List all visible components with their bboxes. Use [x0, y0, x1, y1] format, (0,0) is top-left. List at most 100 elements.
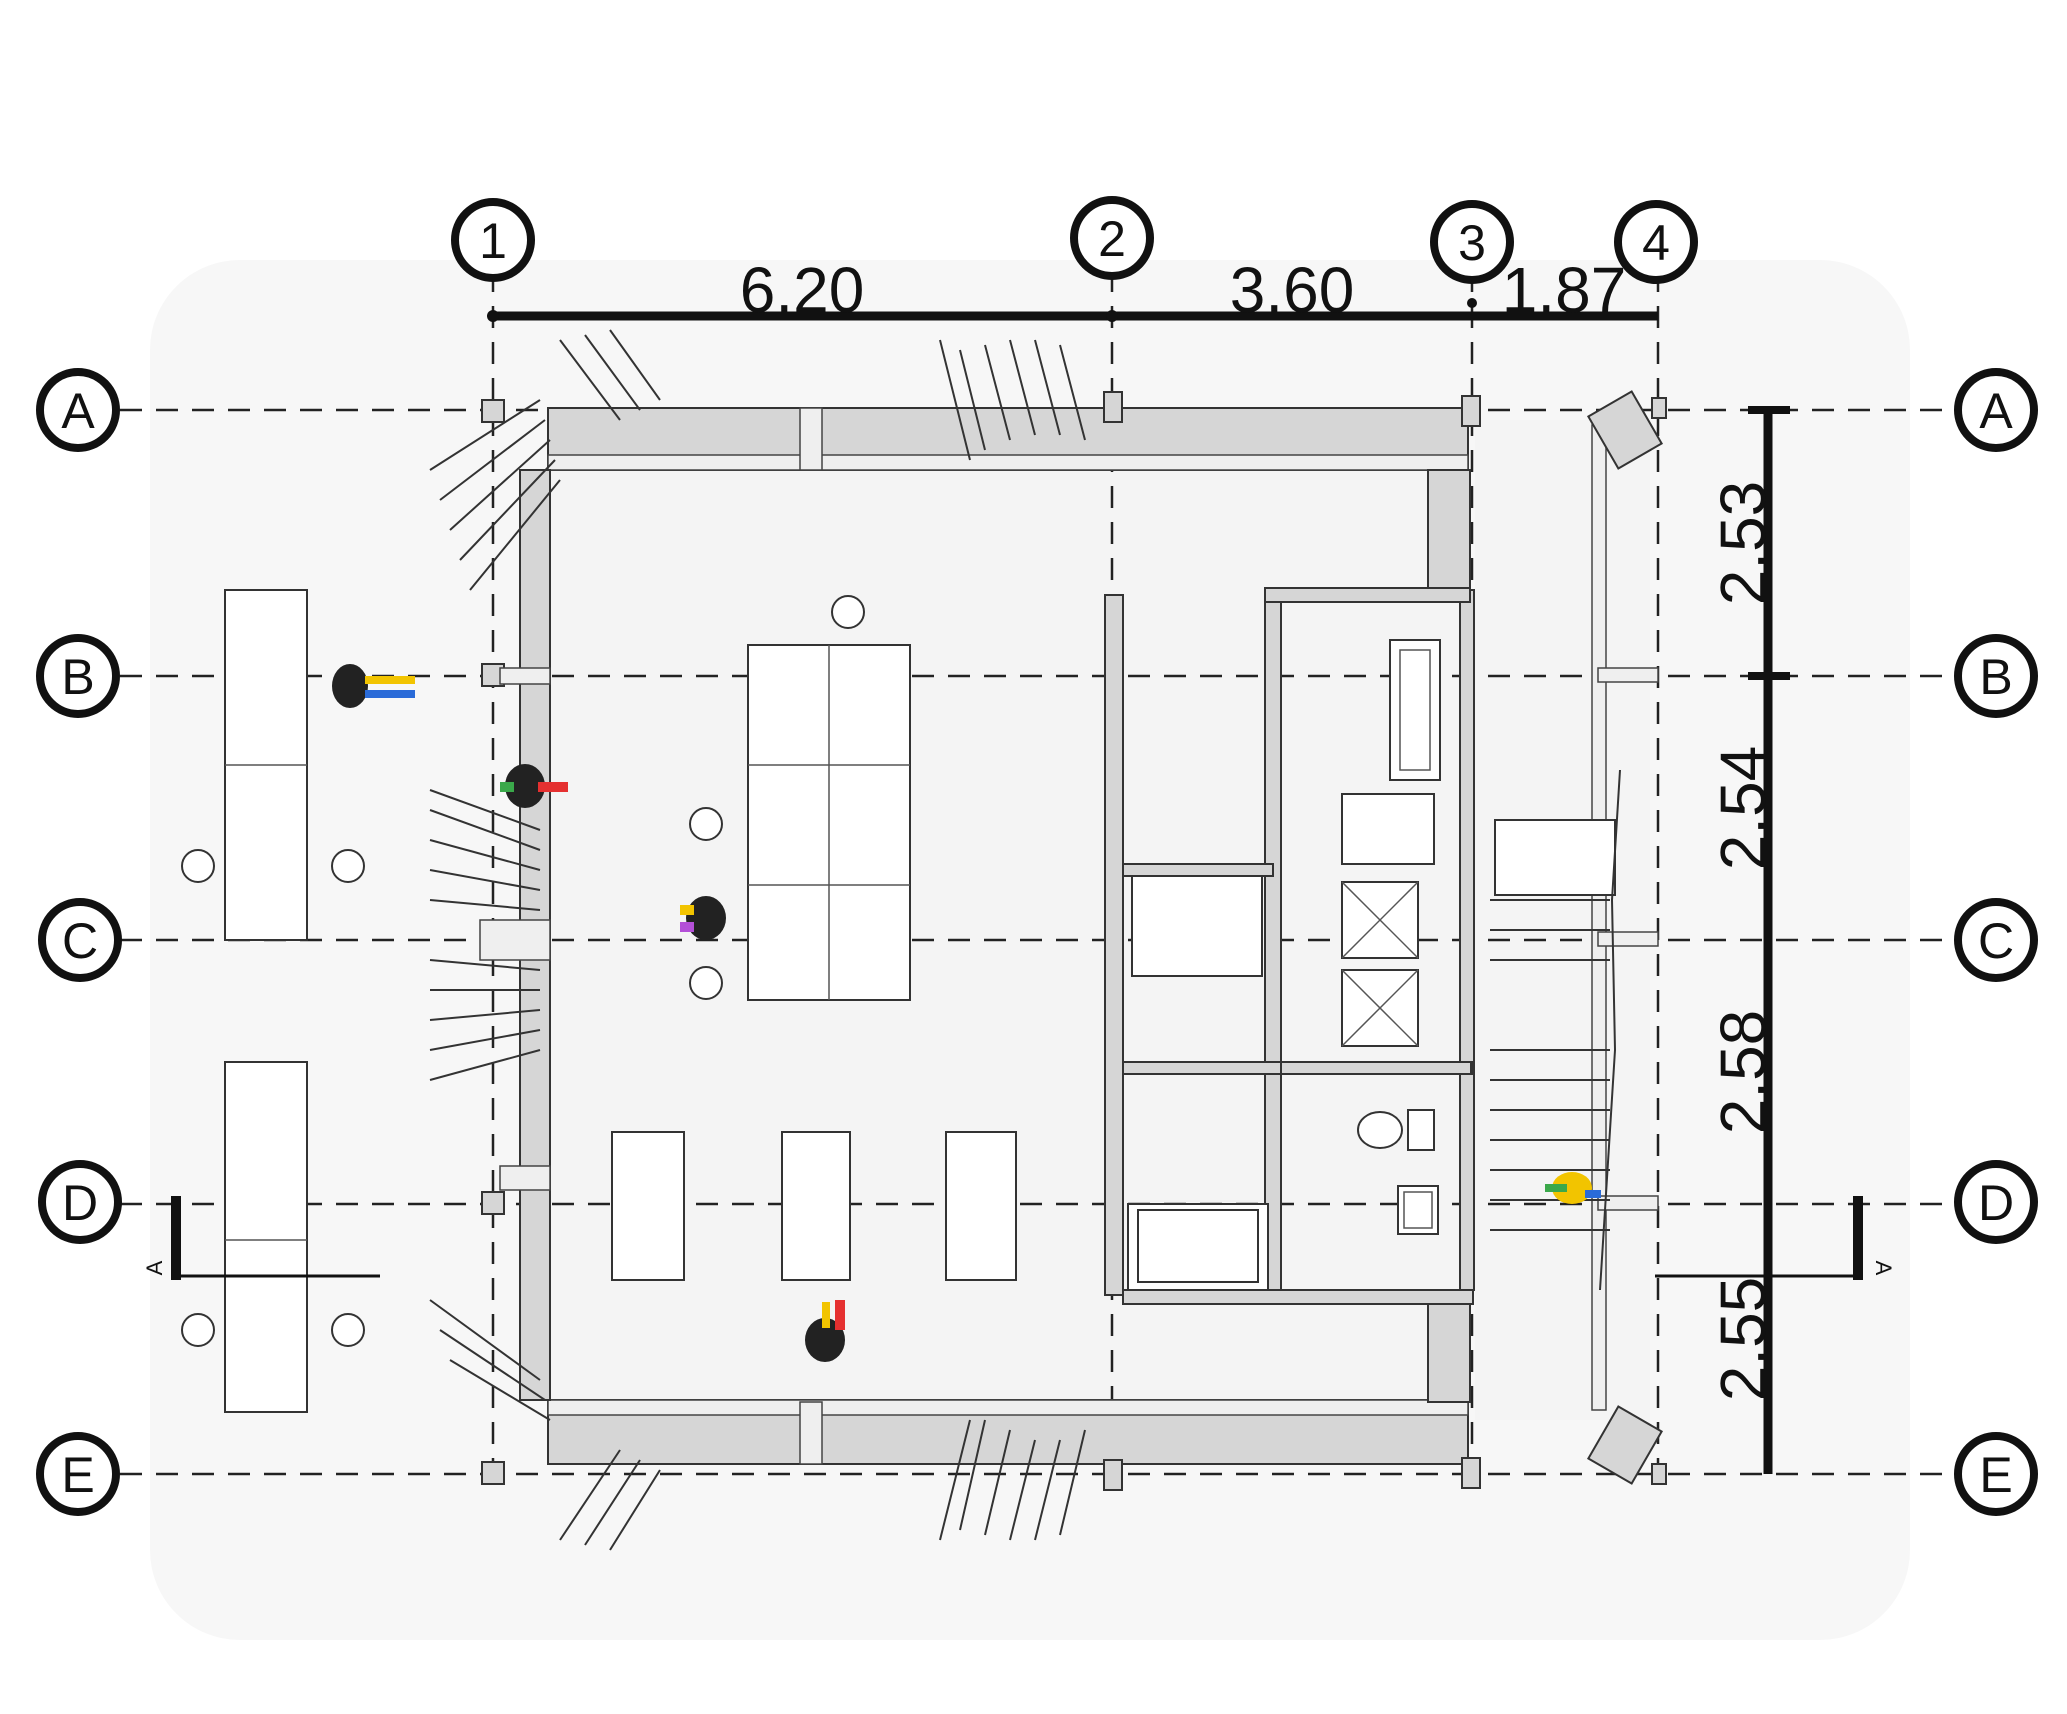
grid-bubble-row-d-right: D [1954, 1160, 2038, 1244]
grid-bubble-col-3-label: 3 [1458, 215, 1486, 271]
vertical-dimension-4: 2.55 [1707, 1277, 1779, 1402]
grid-bubble-row-b-right-label: B [1979, 649, 2012, 705]
exterior-table-south [224, 1061, 308, 1413]
exterior-furniture [181, 589, 365, 1413]
staircase [1490, 769, 1621, 1291]
column-e3 [1461, 1457, 1481, 1489]
horizontal-dimension-1: 6.20 [740, 254, 865, 326]
horizontal-dim-node-1 [487, 310, 499, 322]
column-a4 [1651, 397, 1667, 419]
grid-bubble-row-d-left-label: D [62, 1175, 98, 1231]
east-outer-wall [1591, 424, 1607, 1411]
stool-1 [831, 595, 865, 629]
grid-bubble-col-3: 3 [1430, 200, 1514, 284]
person-figure-3 [680, 896, 726, 940]
vertical-dimension-chain: 2.53 2.54 2.58 2.55 [1707, 406, 1790, 1474]
column-grid-bubbles: 1 2 3 4 [451, 196, 1698, 284]
column-a2 [1103, 391, 1123, 423]
person-figure-5 [1545, 1172, 1601, 1204]
north-wall-face [547, 454, 1469, 471]
stair-railing [1599, 769, 1621, 1291]
shelf-bay [1137, 1209, 1259, 1283]
section-marker-right-label: A [1871, 1261, 1896, 1276]
column-e2 [1103, 1459, 1123, 1491]
vertical-dimension-2: 2.54 [1707, 746, 1779, 871]
stool-2 [689, 807, 723, 841]
partition-wc [1280, 1061, 1472, 1075]
grid-bubble-col-4: 4 [1614, 200, 1698, 284]
east-corridor-floor [1475, 420, 1650, 1420]
fin-d4 [1597, 1195, 1659, 1211]
louver-south-right [939, 1419, 1086, 1541]
grid-bubble-row-a-left: A [36, 368, 120, 452]
exterior-stool-4 [331, 1313, 365, 1347]
fin-c1 [479, 919, 551, 961]
interior-furniture [611, 595, 1017, 1281]
grid-bubble-row-c-left: C [38, 898, 122, 982]
grid-bubble-row-c-right-label: C [1978, 913, 2014, 969]
closet-upper [1131, 875, 1263, 977]
louver-nw [429, 329, 661, 591]
grid-bubble-col-4-label: 4 [1642, 215, 1670, 271]
display-table-south-1 [611, 1131, 685, 1281]
section-marker-left-label: A [142, 1260, 167, 1275]
display-table-south-2 [781, 1131, 851, 1281]
section-marker-left: A [142, 1196, 380, 1280]
grid-bubble-row-b-left-label: B [61, 649, 94, 705]
column-e1 [481, 1461, 505, 1485]
south-wall-face [547, 1399, 1469, 1416]
fin-d1 [499, 1165, 551, 1191]
horizontal-dimension-2: 3.60 [1230, 254, 1355, 326]
east-wall-lower [1427, 1289, 1471, 1403]
column-a1 [481, 399, 505, 423]
refrigerator [1389, 639, 1441, 781]
east-wall-upper [1427, 469, 1471, 591]
column-d1 [481, 1191, 505, 1215]
grid-bubble-row-b-right: B [1954, 634, 2038, 718]
toilet-bowl [1357, 1111, 1403, 1149]
partition-core-bottom [1122, 1289, 1474, 1305]
grid-bubble-row-c-left-label: C [62, 913, 98, 969]
fin-b1 [499, 667, 551, 685]
toilet-tank [1407, 1109, 1435, 1151]
fin-e4 [1586, 1405, 1664, 1485]
grid-bubble-row-a-right: A [1954, 368, 2038, 452]
grid-bubble-col-1-label: 1 [479, 213, 507, 269]
horizontal-dim-node-2 [1106, 310, 1118, 322]
grid-bubble-row-a-left-label: A [61, 383, 95, 439]
display-table-south-3 [945, 1131, 1017, 1281]
row-grid-bubbles-right: A B C D E [1954, 368, 2038, 1516]
person-figure-2 [500, 764, 568, 808]
column-e4 [1651, 1463, 1667, 1485]
grid-bubble-row-d-left: D [38, 1160, 122, 1244]
grid-bubble-col-2-label: 2 [1098, 211, 1126, 267]
exterior-stool-2 [331, 849, 365, 883]
column-a3 [1461, 395, 1481, 427]
fin-north-mid [799, 407, 823, 471]
grid-bubble-row-d-right-label: D [1978, 1175, 2014, 1231]
section-marker-right: A [1655, 1196, 1896, 1280]
person-figure-4 [805, 1300, 845, 1362]
kitchen-counter [1341, 793, 1435, 865]
partition-core-east [1459, 589, 1475, 1291]
horizontal-dimension-3: 1.87 [1502, 254, 1627, 326]
vertical-dimension-3: 2.58 [1707, 1010, 1779, 1135]
row-grid-bubbles-left: A B C D E [36, 368, 122, 1516]
stair-landing [1494, 819, 1616, 896]
partition-col-2 [1104, 594, 1124, 1296]
person-figure-1 [332, 664, 415, 708]
people-figures [332, 664, 1601, 1362]
grid-bubble-row-e-left-label: E [61, 1447, 94, 1503]
refrigerator-inner [1399, 649, 1431, 771]
folding-louvers [429, 329, 1086, 1551]
exterior-walls [479, 390, 1667, 1491]
grid-bubble-row-b-left: B [36, 634, 120, 718]
louver-sw [429, 1299, 661, 1551]
grid-bubble-row-e-right: E [1954, 1432, 2038, 1516]
stove-burner-2-x2 [1341, 969, 1419, 1047]
fin-c4 [1597, 931, 1659, 947]
wash-basin-inner [1403, 1191, 1433, 1229]
grid-bubble-row-e-right-label: E [1979, 1447, 2012, 1503]
fin-south-mid [799, 1401, 823, 1465]
